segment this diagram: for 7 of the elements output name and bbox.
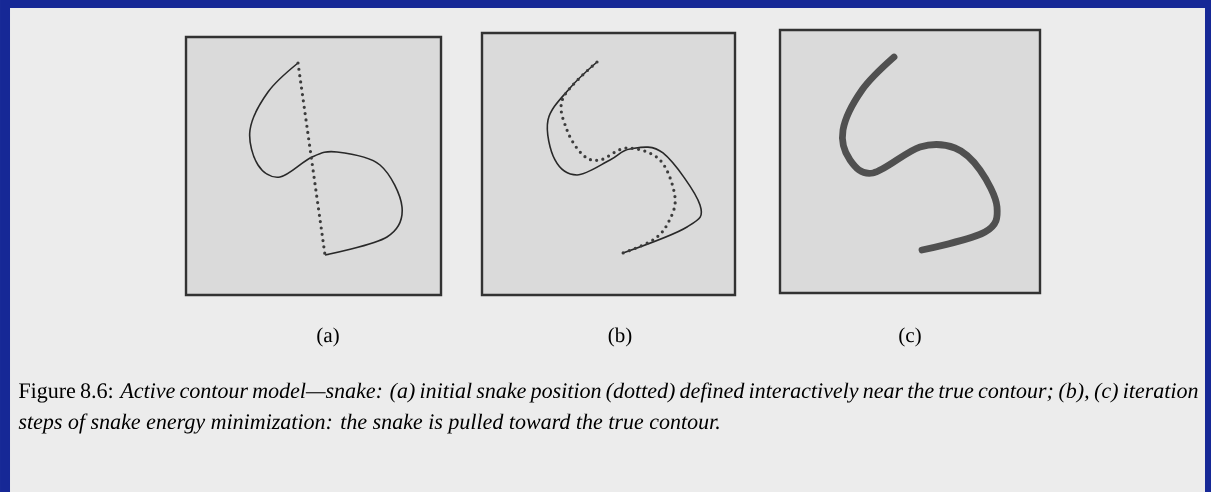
panel-label: (a) <box>317 327 339 347</box>
panel-label: (b) <box>608 327 632 347</box>
image-panel <box>184 35 443 297</box>
image-panel <box>778 28 1042 295</box>
panel-label: (c) <box>899 327 921 347</box>
figure-caption: Figure 8.6: Active contour model—snake: (a) initial snake position (dotted) defined interactively near the true contour; (b), (c) iteration steps of snake energy minimization: the snake is pulled toward the true contour. <box>18 382 1198 434</box>
image-panel <box>480 31 737 297</box>
